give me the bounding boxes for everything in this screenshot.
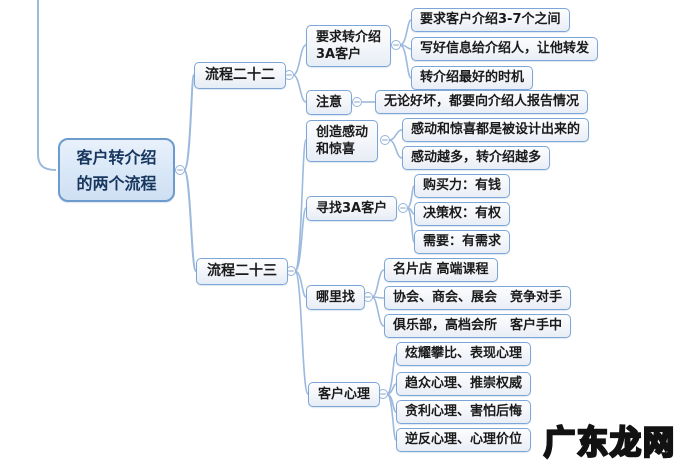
node-customer-psychology[interactable]: 客户心理 bbox=[308, 382, 381, 407]
node-label-line2: 3A客户 bbox=[316, 47, 362, 62]
connector bbox=[183, 169, 197, 272]
leaf-node[interactable]: 需要：有需求 bbox=[414, 230, 511, 254]
root-node[interactable]: 客户转介绍 的两个流程 bbox=[58, 138, 175, 202]
leaf-node[interactable]: 贪利心理、害怕后悔 bbox=[396, 400, 532, 424]
collapse-minus-icon[interactable] bbox=[398, 203, 408, 213]
leaf-node[interactable]: 转介绍最好的时机 bbox=[411, 66, 534, 90]
node-label-line1: 要求转介绍 bbox=[316, 30, 382, 45]
connector bbox=[399, 19, 412, 46]
leaf-node[interactable]: 感动越多，转介绍越多 bbox=[402, 146, 551, 170]
leaf-node[interactable]: 决策权：有权 bbox=[414, 202, 511, 226]
collapse-minus-icon[interactable] bbox=[391, 40, 401, 50]
connector bbox=[183, 74, 195, 171]
connector bbox=[406, 185, 415, 209]
collapse-minus-icon[interactable] bbox=[378, 389, 388, 399]
node-label-line2: 和惊喜 bbox=[316, 142, 356, 157]
node-ask-referral-3a[interactable]: 要求转介绍 3A客户 bbox=[306, 25, 392, 67]
leaf-node[interactable]: 购买力：有钱 bbox=[414, 174, 511, 198]
root-label-line1: 客户转介绍 bbox=[76, 148, 157, 167]
connector bbox=[386, 353, 397, 395]
collapse-minus-icon[interactable] bbox=[352, 97, 362, 107]
connector bbox=[292, 74, 307, 103]
node-find-3a-customers[interactable]: 寻找3A客户 bbox=[306, 196, 398, 221]
connector bbox=[37, 0, 57, 171]
node-where-to-find[interactable]: 哪里找 bbox=[306, 285, 366, 310]
leaf-node[interactable]: 趋众心理、推崇权威 bbox=[396, 372, 532, 396]
collapse-minus-icon[interactable] bbox=[380, 135, 390, 145]
connector bbox=[292, 44, 307, 76]
leaf-node[interactable]: 名片店 高端课程 bbox=[384, 258, 498, 282]
connector bbox=[386, 393, 397, 441]
connector bbox=[399, 44, 412, 79]
node-attention[interactable]: 注意 bbox=[306, 90, 353, 115]
connector bbox=[294, 207, 307, 272]
connector bbox=[371, 269, 385, 298]
node-create-surprise[interactable]: 创造感动 和惊喜 bbox=[306, 120, 379, 162]
connector bbox=[388, 129, 403, 141]
watermark: 广东龙网 bbox=[543, 423, 676, 463]
leaf-node[interactable]: 炫耀攀比、表现心理 bbox=[396, 342, 532, 366]
collapse-minus-icon[interactable] bbox=[175, 165, 185, 175]
leaf-node[interactable]: 协会、商会、展会 竞争对手 bbox=[384, 286, 572, 310]
leaf-node[interactable]: 无论好坏，都要向介绍人报告情况 bbox=[375, 90, 589, 114]
connector bbox=[294, 139, 307, 272]
branch-process-23[interactable]: 流程二十三 bbox=[196, 258, 288, 285]
connector bbox=[388, 139, 403, 159]
root-label-line2: 的两个流程 bbox=[76, 174, 157, 193]
leaf-node[interactable]: 俱乐部，高档会所 客户手中 bbox=[384, 314, 572, 338]
leaf-node[interactable]: 要求客户介绍3-7个之间 bbox=[411, 8, 570, 32]
leaf-node[interactable]: 感动和惊喜都是被设计出来的 bbox=[402, 118, 590, 142]
node-label-line1: 创造感动 bbox=[316, 125, 369, 140]
branch-process-22[interactable]: 流程二十二 bbox=[194, 62, 286, 89]
connector bbox=[406, 207, 415, 243]
connector bbox=[371, 296, 385, 327]
leaf-node[interactable]: 写好信息给介绍人，让他转发 bbox=[411, 37, 599, 61]
leaf-node[interactable]: 逆反心理、心理价位 bbox=[396, 428, 532, 452]
connector bbox=[294, 270, 309, 395]
